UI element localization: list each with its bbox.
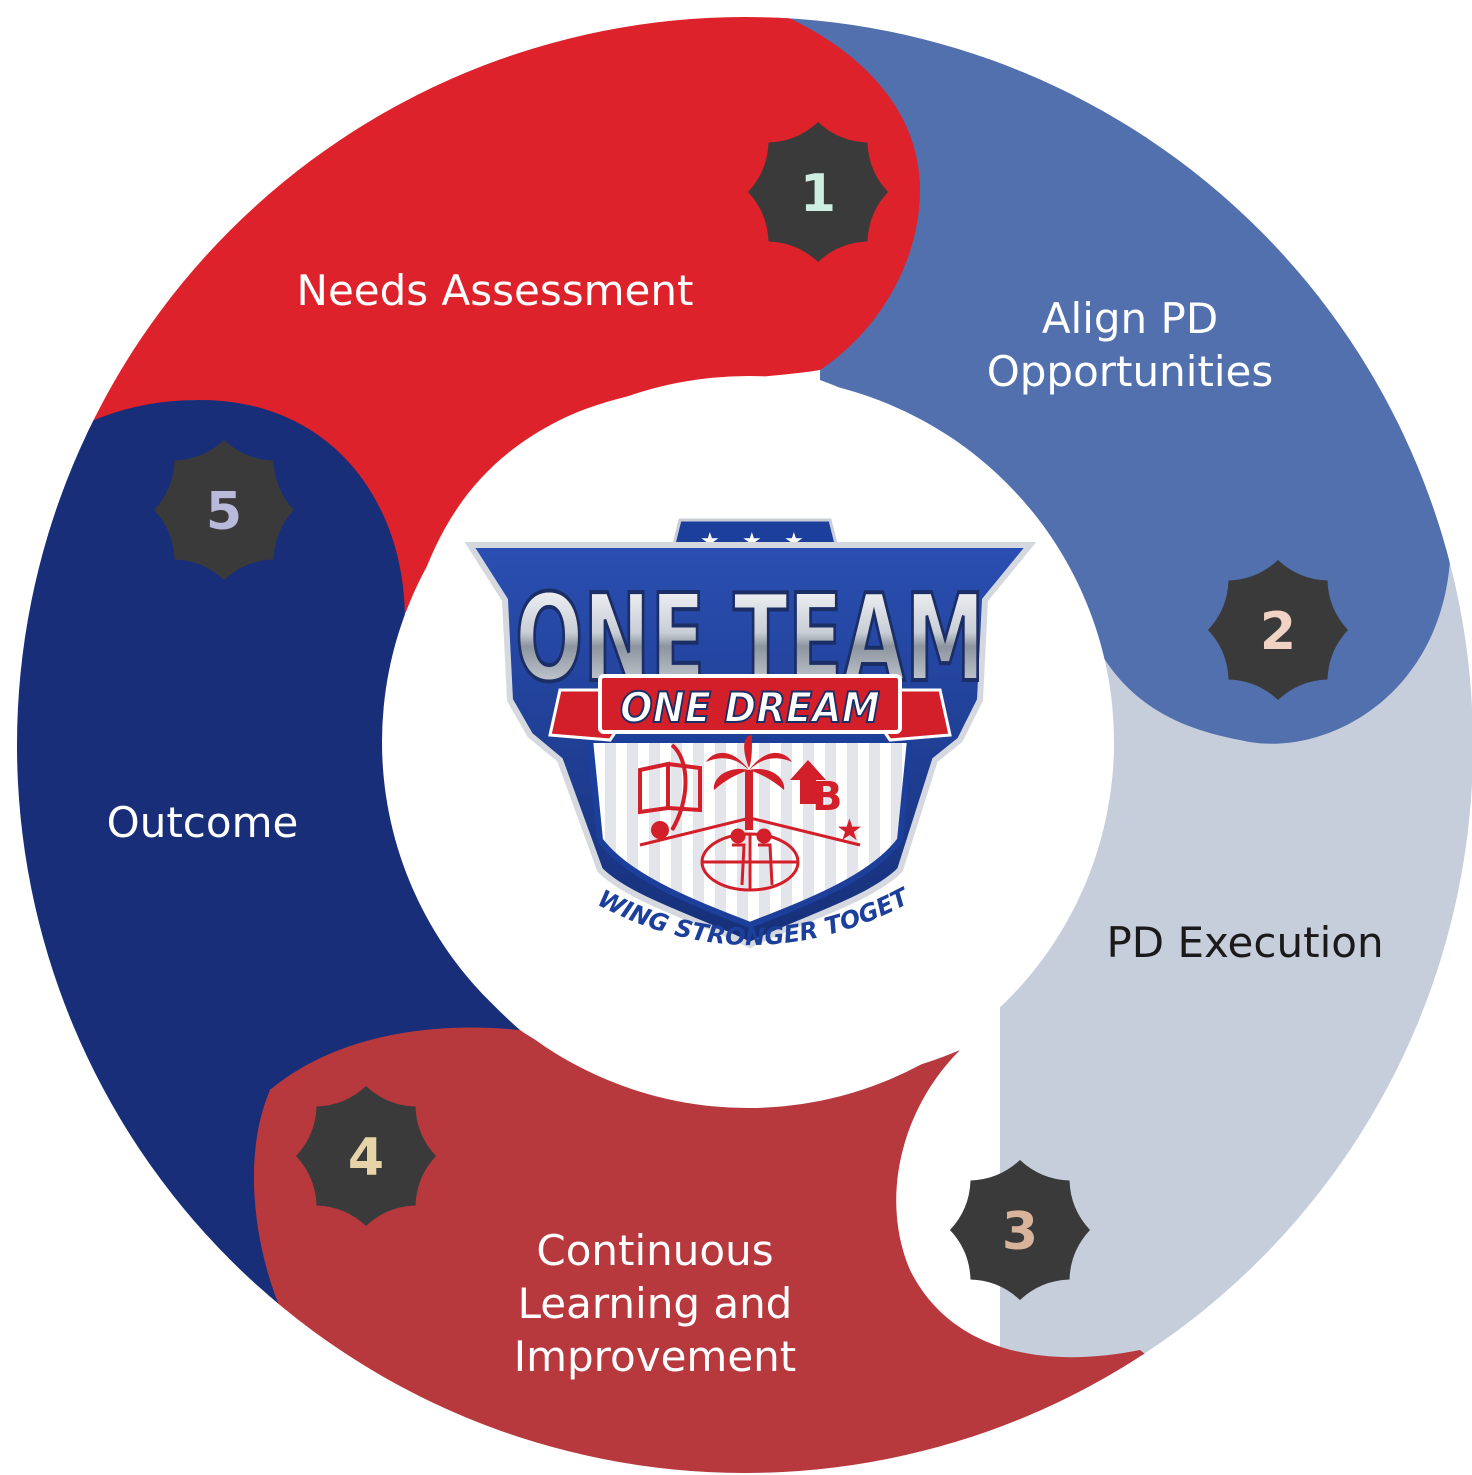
step-2-number: 2 — [1260, 602, 1296, 662]
globe-family-icon — [639, 816, 861, 892]
step-3-label: PD Execution — [1060, 916, 1430, 969]
step-2-label-line: Align PD — [1041, 294, 1219, 343]
step-4-number: 4 — [348, 1128, 384, 1188]
step-2-label: Align PD Opportunities — [940, 292, 1320, 398]
step-4-badge: 4 — [296, 1086, 436, 1226]
step-5-number: 5 — [206, 482, 242, 542]
step-3-label-line: PD Execution — [1106, 918, 1384, 967]
step-1-badge: 1 — [748, 122, 888, 262]
badge-shape — [950, 1160, 1090, 1300]
step-5-label: Outcome — [60, 796, 345, 849]
logo-subtitle: ONE DREAM — [620, 683, 880, 732]
step-1-label-line: Needs Assessment — [296, 266, 694, 315]
step-2-label-line: Opportunities — [986, 347, 1274, 396]
arrow-b-icon: B — [790, 760, 843, 820]
step-2-badge: 2 — [1208, 560, 1348, 700]
step-4-label-line: Improvement — [513, 1332, 797, 1381]
palm-tree-icon — [706, 735, 792, 830]
step-5-badge: 5 — [154, 440, 294, 580]
step-5-label-line: Outcome — [106, 798, 299, 847]
book-quill-icon — [638, 743, 702, 839]
badge-shape — [1208, 560, 1348, 700]
svg-text:B: B — [812, 774, 843, 820]
step-1-label: Needs Assessment — [220, 264, 770, 317]
step-4-label-line: Learning and — [517, 1279, 793, 1328]
step-4-label-line: Continuous — [536, 1226, 774, 1275]
step-1-number: 1 — [800, 164, 836, 224]
badge-shape — [296, 1086, 436, 1226]
step-3-badge: 3 — [950, 1160, 1090, 1300]
badge-shape — [748, 122, 888, 262]
logo-ribbon-center — [598, 674, 902, 734]
badge-shape — [154, 440, 294, 580]
step-3-number: 3 — [1002, 1202, 1038, 1262]
step-4-label: Continuous Learning and Improvement — [470, 1224, 840, 1383]
